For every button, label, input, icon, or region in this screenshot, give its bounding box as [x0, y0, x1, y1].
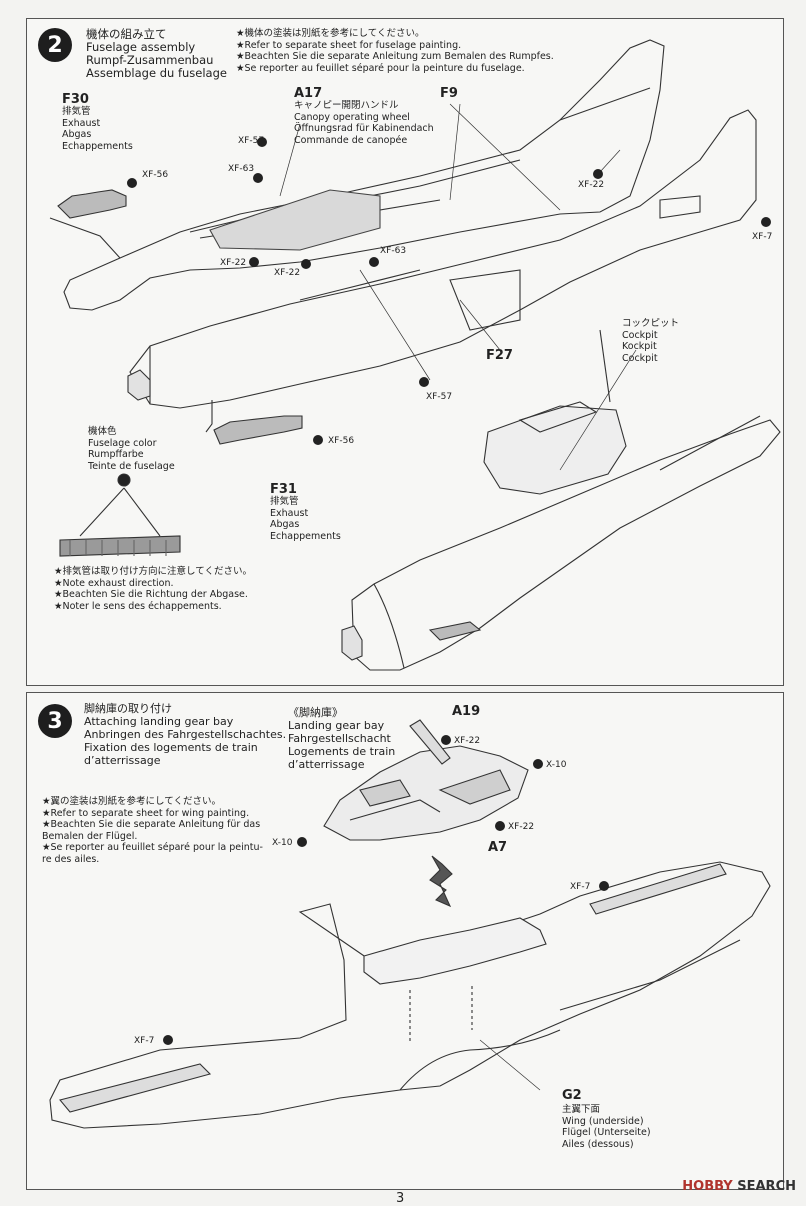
- part-f9-code: F9: [440, 86, 458, 101]
- paint-callout-xf22: XF-22: [454, 736, 481, 746]
- aileron-right: [589, 863, 727, 915]
- aileron-left: [59, 1063, 212, 1113]
- exhaust-f31: [213, 415, 303, 445]
- paint-callout-xf56: XF-56: [328, 436, 355, 446]
- paint-callout-xf22: XF-22: [578, 180, 605, 190]
- paint-callout-xf7: XF-7: [570, 882, 591, 892]
- propeller-hub-assembled: [341, 625, 363, 661]
- fuselage-half-lower: [129, 109, 757, 409]
- landing-gear-bay-a7: [323, 745, 529, 841]
- step2-badge: 2: [38, 28, 72, 62]
- exhaust-f30: [57, 189, 127, 219]
- part-g2-code: G2: [562, 1088, 582, 1103]
- exhaust-direction-note: ★排気管は取り付け方向に注意してください。★Note exhaust direc…: [54, 566, 252, 612]
- paint-callout-xf7: XF-7: [134, 1036, 155, 1046]
- canopy-region: [209, 189, 381, 251]
- assembly-arrow: [429, 855, 453, 908]
- part-f30-code: F30: [62, 92, 89, 107]
- part-a19-code: A19: [452, 704, 481, 719]
- paint-callout-xf22: XF-22: [274, 268, 301, 278]
- page-number: 3: [396, 1191, 405, 1206]
- paint-callout-xf57: XF-57: [426, 392, 453, 402]
- fuselage-assembled: [351, 419, 781, 671]
- paint-callout-xf57: XF-57: [238, 136, 265, 146]
- paint-callout-xf22: XF-22: [508, 822, 535, 832]
- step2-panel: [26, 18, 784, 686]
- step2-painting-note: ★機体の塗装は別紙を参考にしてください。★Refer to separate s…: [236, 28, 554, 74]
- wing-underside-g2: [49, 861, 771, 1129]
- part-a7-code: A7: [488, 840, 508, 855]
- cockpit-tub: [483, 405, 627, 495]
- part-a17-code: A17: [294, 86, 323, 101]
- part-f31-code: F31: [270, 482, 297, 497]
- propeller-hub-2: [127, 369, 151, 401]
- paint-callout-xf7: XF-7: [752, 232, 773, 242]
- paint-callout-xf63: XF-63: [380, 246, 407, 256]
- step3-badge: 3: [38, 704, 72, 738]
- part-a19: [409, 719, 451, 765]
- part-f27-code: F27: [486, 348, 513, 363]
- step3-painting-note: ★翼の塗装は別紙を参考にしてください。★Refer to separate sh…: [42, 796, 263, 865]
- paint-callout-x10: X-10: [546, 760, 567, 770]
- paint-callout-xf22: XF-22: [220, 258, 247, 268]
- watermark-logo: HOBBY SEARCH: [682, 1179, 796, 1194]
- paint-callout-x10: X-10: [272, 838, 293, 848]
- paint-callout-xf56: XF-56: [142, 170, 169, 180]
- paint-callout-xf63: XF-63: [228, 164, 255, 174]
